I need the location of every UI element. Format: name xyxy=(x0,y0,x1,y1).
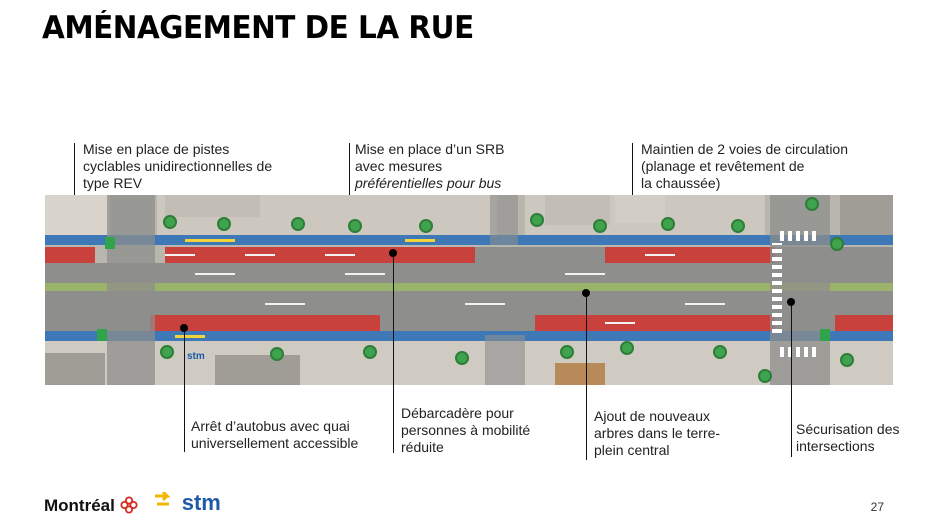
tree-icon xyxy=(291,217,305,231)
building xyxy=(555,363,605,385)
tree-icon xyxy=(530,213,544,227)
lane-marking xyxy=(165,254,195,256)
callout-line-stop xyxy=(184,328,185,452)
block xyxy=(157,195,497,235)
tree-icon xyxy=(217,217,231,231)
callout-trees: Ajout de nouveaux arbres dans le terre- … xyxy=(594,408,721,458)
bike-lane-bottom xyxy=(45,331,893,341)
crosswalk xyxy=(772,243,782,333)
lane-marking xyxy=(565,273,605,275)
platform-marking xyxy=(175,335,205,338)
callout-bike-lanes: Mise en place de pistes cyclables unidir… xyxy=(83,141,273,191)
tree-icon xyxy=(560,345,574,359)
lane-marking xyxy=(465,303,505,305)
tree-icon xyxy=(593,219,607,233)
stm-logo: stm xyxy=(153,490,221,516)
callout-bus-stop: Arrêt d’autobus avec quai universellemen… xyxy=(191,418,359,451)
montreal-rosette-icon xyxy=(120,496,138,514)
callout-line-trees xyxy=(586,293,587,460)
platform-marking xyxy=(185,239,235,242)
tree-icon xyxy=(840,353,854,367)
callout-line-dropoff xyxy=(393,253,394,453)
callout-dot-trees xyxy=(582,289,590,297)
bus-lane-bottom xyxy=(150,315,380,331)
cross-street xyxy=(485,335,525,385)
tree-icon xyxy=(419,219,433,233)
tree-icon xyxy=(661,217,675,231)
tree-icon xyxy=(713,345,727,359)
tree-icon xyxy=(455,351,469,365)
callout-srb: Mise en place d’un SRB avec mesures préf… xyxy=(355,141,505,191)
bus-lane-top xyxy=(165,247,475,263)
traffic-lanes xyxy=(45,263,893,283)
callout-dot-safety xyxy=(787,298,795,306)
lane-marking xyxy=(325,254,355,256)
block xyxy=(525,195,765,235)
lane-marking xyxy=(265,303,305,305)
building xyxy=(840,195,893,235)
crosswalk xyxy=(780,347,820,357)
block xyxy=(45,195,110,235)
lane-marking xyxy=(685,303,725,305)
block xyxy=(45,341,893,385)
callout-line-bike xyxy=(74,143,75,245)
bus-stop-stm-icon: stm xyxy=(187,351,205,362)
lane-marking xyxy=(605,322,635,324)
lane-marking xyxy=(245,254,275,256)
bike-sign-icon xyxy=(97,329,107,341)
cross-street xyxy=(107,195,155,385)
bus-lane-bottom-far xyxy=(835,315,893,331)
bus-lane-bottom-right xyxy=(535,315,775,331)
median-strip xyxy=(45,283,893,291)
bike-sign-icon xyxy=(820,329,830,341)
bus-lane-top-left xyxy=(45,247,95,263)
crosswalk xyxy=(780,231,820,241)
callout-line-safety xyxy=(791,302,792,457)
tree-icon xyxy=(270,347,284,361)
tree-icon xyxy=(830,237,844,251)
bus-lane-top-right xyxy=(605,247,775,263)
lane-marking xyxy=(645,254,675,256)
building xyxy=(45,353,105,385)
tree-icon xyxy=(363,345,377,359)
montreal-logo: Montréal xyxy=(44,496,138,516)
tree-icon xyxy=(758,369,772,383)
cross-street xyxy=(490,195,518,245)
tree-icon xyxy=(620,341,634,355)
roadway xyxy=(475,247,605,263)
page-title: AMÉNAGEMENT DE LA RUE xyxy=(42,10,474,46)
callout-lanes: Maintien de 2 voies de circulation (plan… xyxy=(641,141,849,191)
page-number: 27 xyxy=(870,500,884,514)
stm-arrow-icon xyxy=(155,490,171,506)
bike-lane-top xyxy=(45,235,893,245)
lane-marking xyxy=(195,273,235,275)
tree-icon xyxy=(348,219,362,233)
tree-icon xyxy=(805,197,819,211)
callout-dropoff: Débarcadère pour personnes à mobilité ré… xyxy=(401,405,531,455)
street-plan-map: stm xyxy=(45,195,893,385)
building xyxy=(215,355,300,385)
bike-sign-icon xyxy=(105,237,115,249)
lane-marking xyxy=(345,273,385,275)
callout-dot-stop xyxy=(180,324,188,332)
tree-icon xyxy=(731,219,745,233)
callout-dot-dropoff xyxy=(389,249,397,257)
callout-safety: Sécurisation des intersections xyxy=(796,421,900,454)
tree-icon xyxy=(160,345,174,359)
platform-marking xyxy=(405,239,435,242)
tree-icon xyxy=(163,215,177,229)
